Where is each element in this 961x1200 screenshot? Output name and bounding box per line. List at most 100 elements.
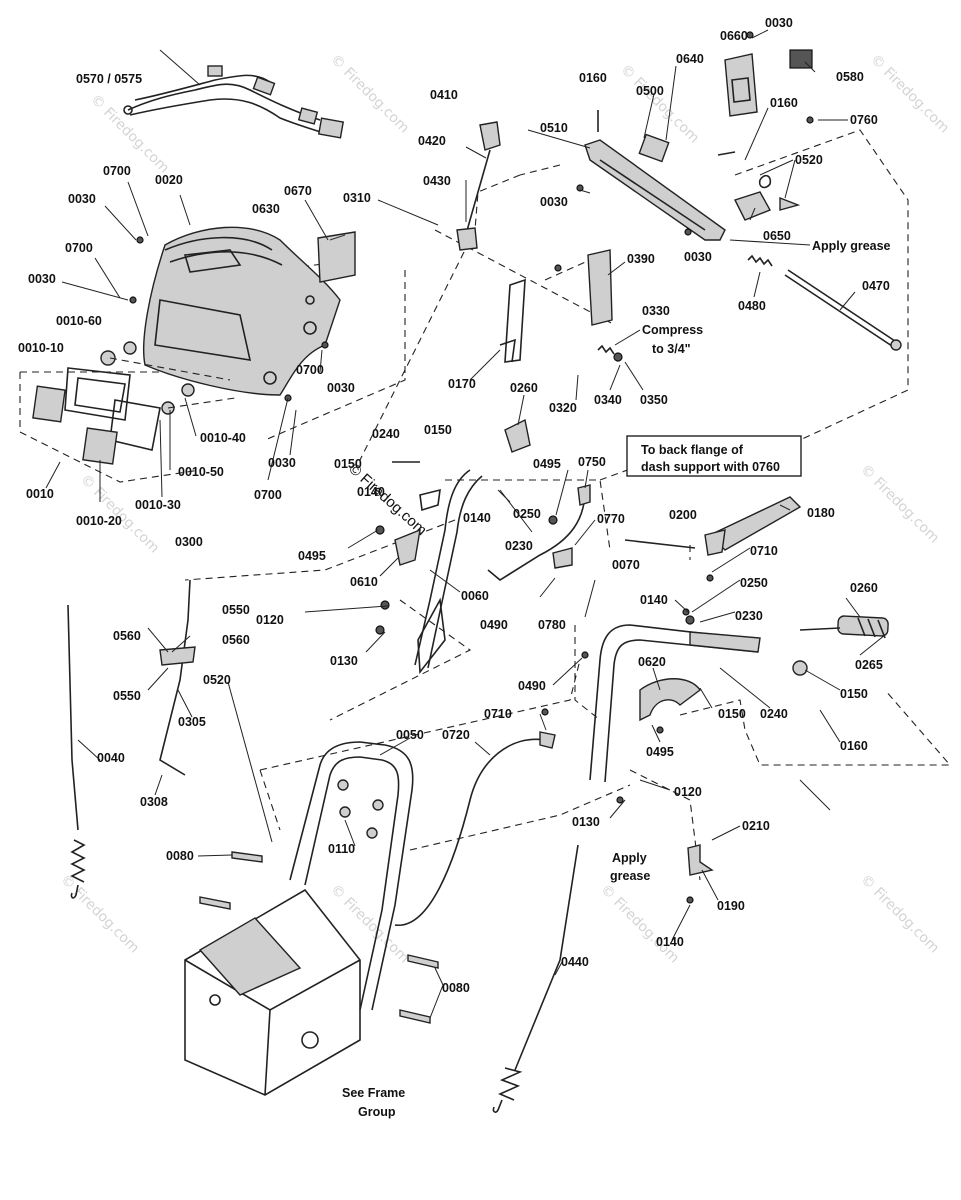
label-0030: 0030 — [540, 195, 568, 209]
note-back-flange: To back flange of — [641, 443, 744, 457]
left-handle — [394, 469, 483, 675]
fasteners — [129, 31, 814, 904]
label-0010-60: 0010-60 — [56, 314, 102, 328]
label-0310: 0310 — [343, 191, 371, 205]
bracket-0620 — [639, 678, 701, 722]
note-see-frame: See Frame — [342, 1086, 405, 1100]
label-0750: 0750 — [578, 455, 606, 469]
lever-0180 — [704, 496, 802, 556]
label-0700: 0700 — [254, 488, 282, 502]
label-0760: 0760 — [850, 113, 878, 127]
label-0495: 0495 — [298, 549, 326, 563]
label-0490: 0490 — [480, 618, 508, 632]
label-0150: 0150 — [424, 423, 452, 437]
label-0720: 0720 — [442, 728, 470, 742]
label-0410: 0410 — [430, 88, 458, 102]
watermark: © Firedog.com — [597, 882, 682, 967]
label-0520: 0520 — [795, 153, 823, 167]
label-0250: 0250 — [513, 507, 541, 521]
label-0010-30: 0010-30 — [135, 498, 181, 512]
label-0190: 0190 — [717, 899, 745, 913]
note-compress-amount: to 3/4" — [652, 342, 691, 356]
frame-box — [184, 888, 361, 1096]
label-0495: 0495 — [646, 745, 674, 759]
label-0500: 0500 — [636, 84, 664, 98]
label-0070: 0070 — [612, 558, 640, 572]
label-0010-40: 0010-40 — [200, 431, 246, 445]
label-0260: 0260 — [510, 381, 538, 395]
label-0060: 0060 — [461, 589, 489, 603]
label-0260: 0260 — [850, 581, 878, 595]
knob-0150 — [792, 660, 808, 676]
note-see-frame-group: Group — [358, 1105, 396, 1119]
label-0308: 0308 — [140, 795, 168, 809]
label-0330: 0330 — [642, 304, 670, 318]
label-0550: 0550 — [222, 603, 250, 617]
right-handle — [589, 624, 761, 783]
label-0140: 0140 — [463, 511, 491, 525]
label-0080: 0080 — [442, 981, 470, 995]
label-0140: 0140 — [656, 935, 684, 949]
label-0350: 0350 — [640, 393, 668, 407]
label-0010-50: 0010-50 — [178, 465, 224, 479]
label-0560: 0560 — [222, 633, 250, 647]
label-0550: 0550 — [113, 689, 141, 703]
bracket-0190 — [687, 844, 714, 876]
note-compress: Compress — [642, 323, 703, 337]
label-0700: 0700 — [65, 241, 93, 255]
label-0700: 0700 — [103, 164, 131, 178]
label-0640: 0640 — [676, 52, 704, 66]
label-0700: 0700 — [296, 363, 324, 377]
watermark: © Firedog.com — [327, 882, 412, 967]
label-0030: 0030 — [268, 456, 296, 470]
lower-handle-0050 — [289, 741, 414, 1011]
label-0010-20: 0010-20 — [76, 514, 122, 528]
label-0340: 0340 — [594, 393, 622, 407]
note-apply-grease: Apply — [612, 851, 647, 865]
label-0660: 0660 — [720, 29, 748, 43]
label-0440: 0440 — [561, 955, 589, 969]
label-0130: 0130 — [330, 654, 358, 668]
label-0670: 0670 — [284, 184, 312, 198]
label-0265: 0265 — [855, 658, 883, 672]
watermark: © Firedog.com — [57, 872, 142, 957]
cable-0720 — [394, 738, 546, 926]
label-0030: 0030 — [68, 192, 96, 206]
rod-0200 — [624, 539, 696, 549]
label-0520: 0520 — [203, 673, 231, 687]
label-0030: 0030 — [684, 250, 712, 264]
label-0230: 0230 — [505, 539, 533, 553]
label-0030: 0030 — [28, 272, 56, 286]
label-0160: 0160 — [579, 71, 607, 85]
label-0780: 0780 — [538, 618, 566, 632]
label-0510: 0510 — [540, 121, 568, 135]
note-apply-grease-cont: grease — [610, 869, 650, 883]
chute-tube — [499, 278, 531, 453]
label-0300: 0300 — [175, 535, 203, 549]
label-0305: 0305 — [178, 715, 206, 729]
watermark: © Firedog.com — [857, 872, 942, 957]
label-0170: 0170 — [448, 377, 476, 391]
label-0180: 0180 — [807, 506, 835, 520]
label-0430: 0430 — [423, 174, 451, 188]
rod-0305 — [159, 579, 196, 776]
label-0150: 0150 — [718, 707, 746, 721]
label-0620: 0620 — [638, 655, 666, 669]
label-0120: 0120 — [256, 613, 284, 627]
label-0320: 0320 — [549, 401, 577, 415]
label-0150: 0150 — [334, 457, 362, 471]
spring-rod-0040 — [67, 604, 86, 899]
label-0210: 0210 — [742, 819, 770, 833]
label-0240: 0240 — [760, 707, 788, 721]
spring-rod-0440 — [492, 844, 579, 1113]
grip-0260 — [799, 615, 889, 639]
part-labels: 0570 / 0575 0700 0020 0030 0670 0630 070… — [18, 16, 891, 1119]
label-0580: 0580 — [836, 70, 864, 84]
label-0230: 0230 — [735, 609, 763, 623]
leader-lines — [45, 29, 886, 1019]
label-0490: 0490 — [518, 679, 546, 693]
label-0630: 0630 — [252, 202, 280, 216]
label-0080: 0080 — [166, 849, 194, 863]
label-0160: 0160 — [770, 96, 798, 110]
